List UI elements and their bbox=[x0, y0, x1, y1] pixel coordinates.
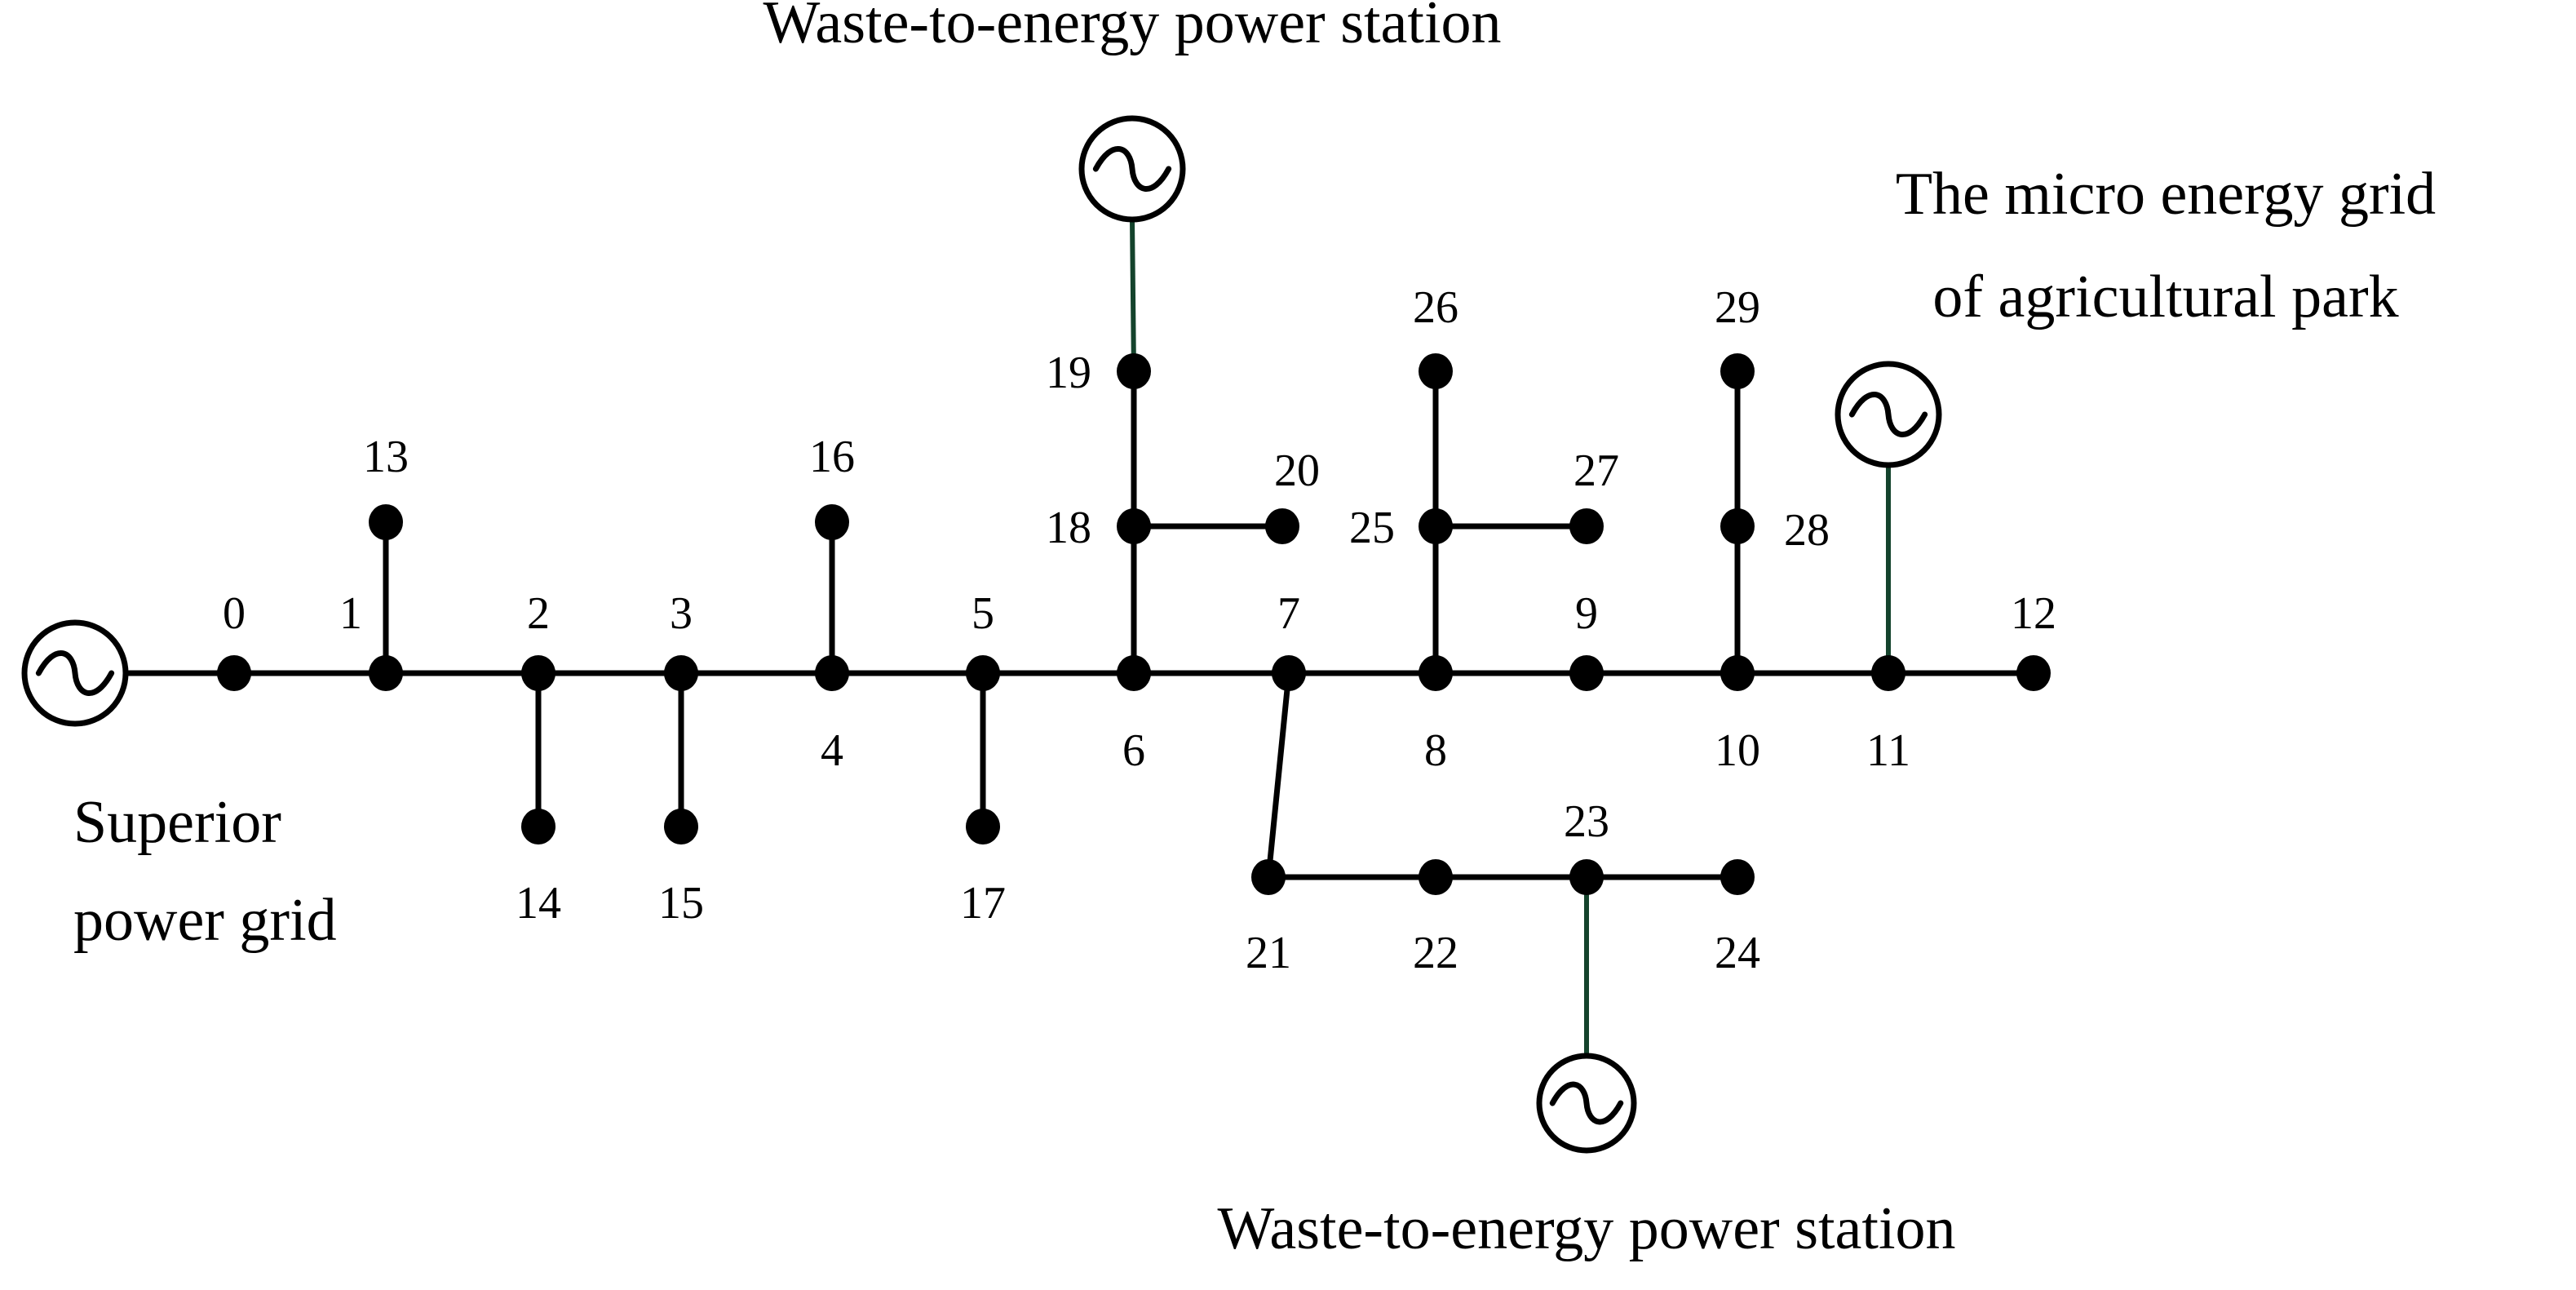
bus-node-17[interactable] bbox=[966, 809, 1000, 844]
bus-label-0: 0 bbox=[223, 588, 246, 639]
bus-node-5[interactable] bbox=[966, 655, 1000, 691]
bus-label-29: 29 bbox=[1715, 282, 1760, 333]
bus-label-2: 2 bbox=[527, 588, 550, 639]
bus-node-24[interactable] bbox=[1720, 859, 1755, 895]
bus-label-24: 24 bbox=[1715, 928, 1760, 978]
bus-node-26[interactable] bbox=[1419, 353, 1453, 389]
bus-node-19[interactable] bbox=[1117, 353, 1151, 389]
bus-label-22: 22 bbox=[1413, 928, 1458, 978]
waste-to-energy-bottom-generator bbox=[1536, 1053, 1637, 1154]
bus-label-21: 21 bbox=[1246, 928, 1291, 978]
bus-label-15: 15 bbox=[658, 878, 704, 929]
bus-label-20: 20 bbox=[1274, 446, 1320, 496]
ac-source-wave-icon bbox=[1549, 1081, 1624, 1125]
bus-label-14: 14 bbox=[516, 878, 561, 929]
caption-micro-energy-grid-l2: of agricultural park bbox=[1932, 264, 2398, 330]
bus-label-12: 12 bbox=[2011, 588, 2056, 639]
bus-label-7: 7 bbox=[1277, 588, 1300, 639]
bus-label-9: 9 bbox=[1575, 588, 1598, 639]
bus-node-1[interactable] bbox=[369, 655, 403, 691]
bus-node-23[interactable] bbox=[1569, 859, 1604, 895]
bus-label-28: 28 bbox=[1784, 505, 1830, 556]
bus-label-4: 4 bbox=[821, 725, 843, 776]
bus-label-5: 5 bbox=[972, 588, 994, 639]
bus-node-15[interactable] bbox=[664, 809, 698, 844]
bus-label-16: 16 bbox=[809, 432, 855, 482]
bus-node-28[interactable] bbox=[1720, 508, 1755, 544]
bus-node-21[interactable] bbox=[1251, 859, 1286, 895]
bus-node-16[interactable] bbox=[815, 504, 849, 540]
bus-label-17: 17 bbox=[960, 878, 1006, 929]
bus-label-25: 25 bbox=[1349, 503, 1395, 553]
bus-label-8: 8 bbox=[1424, 725, 1447, 776]
bus-label-13: 13 bbox=[363, 432, 409, 482]
bus-label-3: 3 bbox=[670, 588, 693, 639]
bus-node-27[interactable] bbox=[1569, 508, 1604, 544]
bus-node-6[interactable] bbox=[1117, 655, 1151, 691]
bus-node-18[interactable] bbox=[1117, 508, 1151, 544]
bus-node-2[interactable] bbox=[521, 655, 555, 691]
bus-node-9[interactable] bbox=[1569, 655, 1604, 691]
bus-label-23: 23 bbox=[1564, 796, 1609, 847]
waste-to-energy-top-generator bbox=[1078, 115, 1186, 223]
branch-lines-group bbox=[234, 371, 2034, 880]
bus-node-4[interactable] bbox=[815, 655, 849, 691]
branch-line-7-21 bbox=[1265, 672, 1292, 878]
agricultural-park-generator bbox=[1835, 361, 1942, 468]
bus-label-1: 1 bbox=[339, 588, 362, 639]
ac-source-wave-icon bbox=[1848, 392, 1928, 437]
bus-label-11: 11 bbox=[1866, 725, 1910, 776]
bus-node-13[interactable] bbox=[369, 504, 403, 540]
bus-node-10[interactable] bbox=[1720, 655, 1755, 691]
bus-node-8[interactable] bbox=[1419, 655, 1453, 691]
ac-source-wave-icon bbox=[1092, 146, 1172, 192]
bus-node-7[interactable] bbox=[1272, 655, 1306, 691]
bus-node-25[interactable] bbox=[1419, 508, 1453, 544]
bus-label-10: 10 bbox=[1715, 725, 1760, 776]
generator-symbols-group bbox=[21, 115, 1942, 1154]
bus-label-26: 26 bbox=[1413, 282, 1458, 333]
bus-node-12[interactable] bbox=[2016, 655, 2051, 691]
bus-label-27: 27 bbox=[1573, 446, 1619, 496]
bus-label-6: 6 bbox=[1122, 725, 1145, 776]
caption-waste-to-energy-bottom: Waste-to-energy power station bbox=[1217, 1195, 1955, 1262]
bus-label-19: 19 bbox=[1046, 348, 1091, 398]
caption-micro-energy-grid-l1: The micro energy grid bbox=[1896, 161, 2436, 228]
feeder-waste-top-to-19 bbox=[1130, 219, 1136, 372]
bus-node-0[interactable] bbox=[217, 655, 251, 691]
bus-node-20[interactable] bbox=[1265, 508, 1299, 544]
bus-node-29[interactable] bbox=[1720, 353, 1755, 389]
caption-superior-power-grid-l2: power grid bbox=[73, 887, 337, 954]
bus-node-14[interactable] bbox=[521, 809, 555, 844]
superior-power-grid-generator bbox=[21, 619, 129, 727]
feeder-lines-group bbox=[126, 219, 1891, 1056]
bus-node-3[interactable] bbox=[664, 655, 698, 691]
bus-label-18: 18 bbox=[1046, 503, 1091, 553]
bus-node-22[interactable] bbox=[1419, 859, 1453, 895]
bus-node-11[interactable] bbox=[1871, 655, 1905, 691]
bus-nodes-group bbox=[217, 353, 2051, 895]
ac-source-wave-icon bbox=[35, 650, 115, 696]
caption-waste-to-energy-top: Waste-to-energy power station bbox=[763, 0, 1501, 56]
caption-superior-power-grid-l1: Superior bbox=[73, 789, 281, 856]
